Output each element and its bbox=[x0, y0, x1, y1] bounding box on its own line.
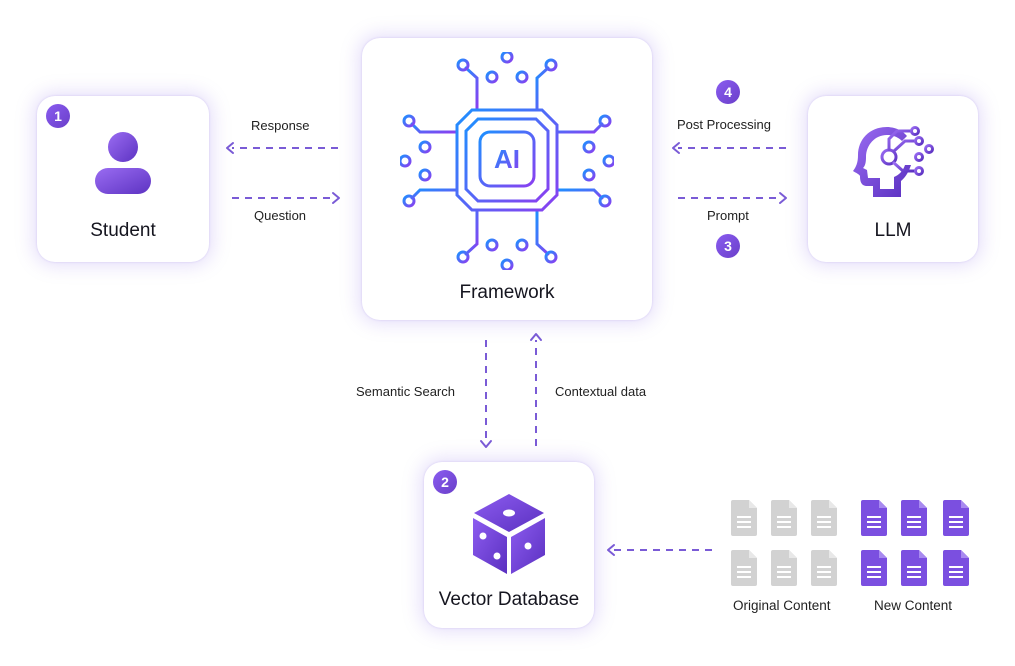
document-icon bbox=[811, 550, 837, 586]
post-processing-label: Post Processing bbox=[677, 117, 771, 132]
document-icon bbox=[943, 550, 969, 586]
database-cube-icon bbox=[473, 494, 545, 574]
ai-chip-icon: AI bbox=[400, 52, 614, 270]
student-title: Student bbox=[90, 220, 156, 241]
document-icon bbox=[901, 500, 927, 536]
document-icon bbox=[943, 500, 969, 536]
document-icon bbox=[731, 550, 757, 586]
prompt-label: Prompt bbox=[707, 208, 749, 223]
llm-card[interactable]: LLM bbox=[808, 96, 978, 262]
ai-chip-label: AI bbox=[494, 144, 520, 174]
ai-head-icon bbox=[853, 126, 934, 197]
document-icon bbox=[811, 500, 837, 536]
llm-title: LLM bbox=[874, 220, 912, 241]
step-badge-2: 2 bbox=[433, 470, 457, 494]
document-icon bbox=[731, 500, 757, 536]
user-icon bbox=[95, 132, 151, 194]
document-icon bbox=[771, 550, 797, 586]
contextual-data-label: Contextual data bbox=[555, 384, 647, 399]
step-badge-4: 4 bbox=[716, 80, 740, 104]
semantic-search-label: Semantic Search bbox=[356, 384, 455, 399]
original-content-label: Original Content bbox=[733, 598, 831, 613]
vector-db-title: Vector Database bbox=[438, 589, 580, 610]
new-content-label: New Content bbox=[874, 598, 953, 613]
response-label: Response bbox=[251, 118, 310, 133]
document-icon bbox=[861, 500, 887, 536]
student-card[interactable]: 1 Student bbox=[37, 96, 209, 262]
document-icon bbox=[861, 550, 887, 586]
question-label: Question bbox=[254, 208, 307, 223]
document-icon bbox=[771, 500, 797, 536]
framework-card[interactable]: AI Framework bbox=[362, 38, 652, 320]
framework-title: Framework bbox=[459, 282, 555, 303]
vector-db-card[interactable]: 2 Vector Database bbox=[424, 462, 594, 628]
step-badge-3: 3 bbox=[716, 234, 740, 258]
step-badge-1: 1 bbox=[46, 104, 70, 128]
document-icon bbox=[901, 550, 927, 586]
